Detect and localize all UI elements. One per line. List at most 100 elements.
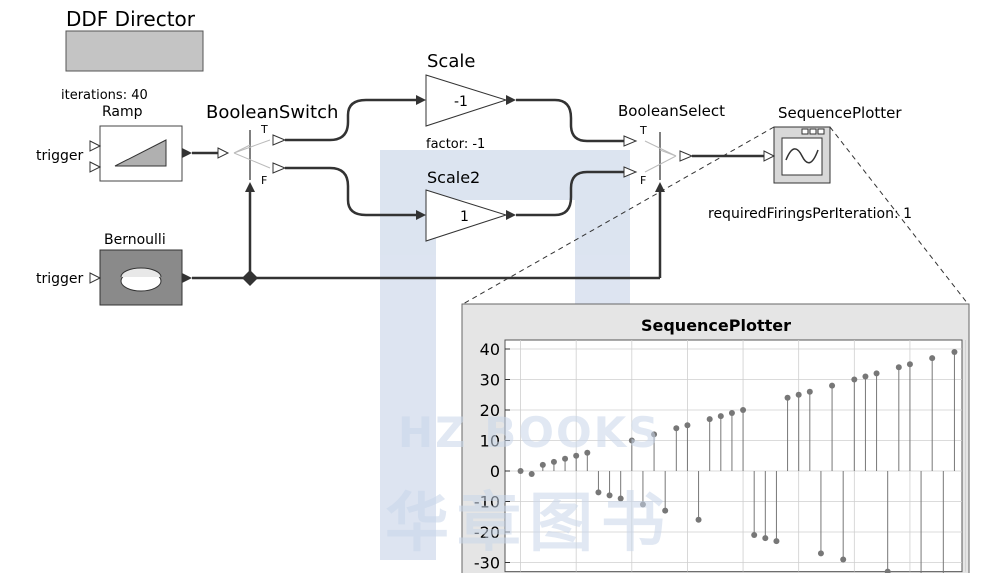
boolean-switch-actor[interactable]: BooleanSwitch T F xyxy=(206,102,338,192)
switch-control-port[interactable] xyxy=(245,182,255,192)
ramp-trigger-port-b[interactable] xyxy=(89,161,102,173)
data-point xyxy=(884,568,891,573)
scale-factor-param: factor: -1 xyxy=(426,137,485,152)
select-control-port[interactable] xyxy=(655,182,665,192)
data-point xyxy=(639,501,646,508)
data-point xyxy=(728,410,735,417)
director-label: DDF Director xyxy=(66,7,196,31)
data-point xyxy=(740,407,747,413)
scale-input-port[interactable] xyxy=(416,95,426,105)
data-point xyxy=(906,361,913,368)
data-point xyxy=(628,437,635,444)
data-point xyxy=(550,458,557,465)
select-output-port[interactable] xyxy=(679,150,694,162)
switch-output-t-port[interactable] xyxy=(272,134,287,146)
boolean-select-label: BooleanSelect xyxy=(618,102,725,120)
scale-value: -1 xyxy=(454,94,468,110)
data-point xyxy=(751,532,758,539)
data-point xyxy=(773,538,780,545)
y-tick-label: 0 xyxy=(490,462,500,481)
switch-output-f-port[interactable] xyxy=(272,162,287,174)
data-point xyxy=(528,471,535,478)
data-point xyxy=(817,550,824,557)
scale2-actor[interactable]: Scale2 1 xyxy=(416,168,516,242)
data-point xyxy=(873,370,880,377)
bernoulli-actor[interactable]: Bernoulli trigger xyxy=(36,232,192,306)
data-point xyxy=(829,382,836,389)
data-point xyxy=(795,391,802,398)
data-point xyxy=(662,507,669,514)
scale2-output-port[interactable] xyxy=(506,210,516,220)
select-input-t-port[interactable] xyxy=(623,135,638,147)
y-tick-label: 40 xyxy=(480,340,500,359)
ramp-actor[interactable]: Ramp trigger xyxy=(36,104,192,182)
select-input-f-port[interactable] xyxy=(623,166,638,178)
bernoulli-output-port[interactable] xyxy=(182,273,192,283)
scale2-value: 1 xyxy=(460,209,469,225)
data-point xyxy=(851,376,858,383)
data-point xyxy=(929,355,936,362)
data-point xyxy=(762,535,769,542)
data-point xyxy=(895,364,902,371)
y-tick-label: -30 xyxy=(474,554,500,573)
ramp-output-port[interactable] xyxy=(182,148,192,158)
required-firings-param: requiredFiringsPerIteration: 1 xyxy=(708,206,912,222)
scale-actor[interactable]: Scale -1 factor: -1 xyxy=(416,51,516,152)
boolean-select-actor[interactable]: BooleanSelect T F xyxy=(618,102,725,192)
y-tick-label: 20 xyxy=(480,401,500,420)
data-point xyxy=(840,556,847,563)
bernoulli-trigger-port[interactable] xyxy=(89,272,102,284)
scale-label: Scale xyxy=(427,51,475,72)
data-point xyxy=(951,349,958,356)
scale-triangle xyxy=(425,74,508,127)
boolean-switch-label: BooleanSwitch xyxy=(206,102,338,123)
data-point xyxy=(684,422,691,429)
data-point xyxy=(606,492,613,499)
data-point xyxy=(584,449,591,456)
bernoulli-trigger-label: trigger xyxy=(36,271,84,287)
watermark-letters: HZ BOOKS xyxy=(398,408,661,457)
sequence-plotter-actor[interactable]: SequencePlotter requiredFiringsPerIterat… xyxy=(708,104,912,222)
data-point xyxy=(562,455,569,462)
data-point xyxy=(617,495,624,502)
ramp-trigger-label: trigger xyxy=(36,148,84,164)
ramp-icon xyxy=(114,139,167,167)
bernoulli-label: Bernoulli xyxy=(104,232,166,248)
data-point xyxy=(706,416,713,423)
select-port-f: F xyxy=(640,174,646,187)
scale-output-port[interactable] xyxy=(506,95,516,105)
data-point xyxy=(517,468,524,474)
plotter-input-port[interactable] xyxy=(763,150,776,162)
switch-port-t: T xyxy=(260,123,268,136)
data-point xyxy=(806,388,813,395)
data-point xyxy=(695,516,702,523)
data-point xyxy=(717,413,724,420)
switch-port-f: F xyxy=(261,174,267,187)
ramp-label: Ramp xyxy=(102,104,143,120)
plot-background xyxy=(504,339,963,573)
director-box[interactable] xyxy=(65,30,204,72)
sequence-plotter-label: SequencePlotter xyxy=(778,104,902,122)
data-point xyxy=(651,431,658,438)
select-port-t: T xyxy=(639,124,647,137)
data-point xyxy=(862,373,869,380)
scale2-input-port[interactable] xyxy=(416,210,426,220)
watermark-chinese: 华章图书 xyxy=(385,487,673,561)
data-point xyxy=(573,452,580,459)
connections xyxy=(192,98,764,280)
scale2-label: Scale2 xyxy=(427,168,480,187)
wave-icon xyxy=(785,148,819,164)
data-point xyxy=(539,461,546,468)
iterations-param: iterations: 40 xyxy=(61,88,148,103)
plot-title: SequencePlotter xyxy=(641,316,791,335)
boolean-switch-input-port[interactable] xyxy=(217,147,230,159)
data-point xyxy=(673,425,680,432)
y-tick-label: 10 xyxy=(480,432,500,451)
y-tick-label: -20 xyxy=(474,523,500,542)
zoom-lines xyxy=(462,126,969,305)
ddf-director[interactable]: DDF Director xyxy=(65,7,204,72)
ramp-trigger-port-a[interactable] xyxy=(89,140,102,152)
